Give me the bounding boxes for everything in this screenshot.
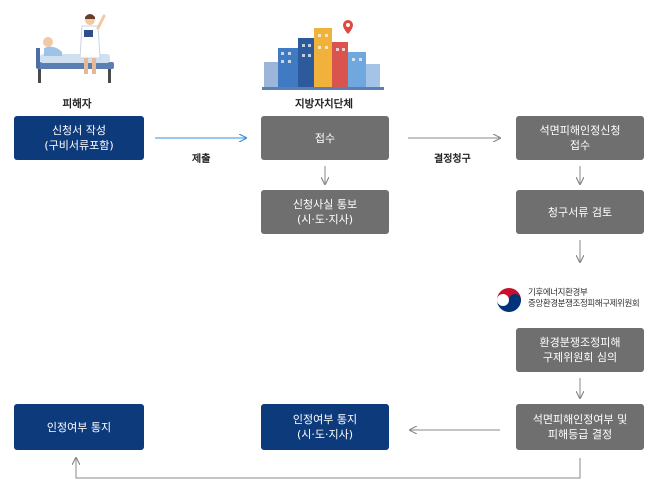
agency-name-line1: 기후에너지환경부	[528, 288, 588, 298]
asbestos-apply-box: 석면피해인정신청 접수	[516, 116, 644, 160]
victim-label: 피해자	[62, 98, 92, 110]
city-illustration	[262, 20, 384, 90]
request-label: 결정청구	[434, 154, 471, 165]
committee-review-box: 환경분쟁조정피해 구제위원회 심의	[516, 328, 644, 372]
agency-emblem-icon	[497, 288, 521, 312]
notify-fact-box: 신청사실 통보 (시·도·지사)	[261, 190, 389, 234]
agency-name-line2: 중앙환경분쟁조정피해구제위원회	[528, 299, 640, 309]
notify-victim-box: 인정여부 통지	[14, 404, 144, 450]
doc-review-box: 청구서류 검토	[516, 190, 644, 234]
patient-illustration	[36, 14, 114, 83]
decision-box: 석면피해인정여부 및 피해등급 결정	[516, 404, 644, 450]
notify-local-box: 인정여부 통지 (시·도·지사)	[261, 404, 389, 450]
application-box: 신청서 작성 (구비서류포함)	[14, 116, 144, 160]
submit-label: 제출	[192, 154, 211, 165]
return-arrow	[76, 458, 581, 479]
local-gov-label: 지방자치단체	[295, 98, 353, 110]
receipt-box: 접수	[261, 116, 389, 160]
